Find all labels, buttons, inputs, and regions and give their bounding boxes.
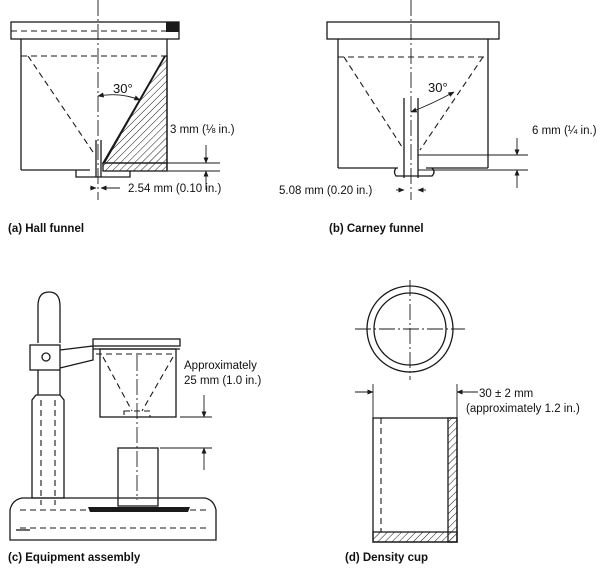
hall-base xyxy=(75,170,131,178)
hall-angle-label: 30° xyxy=(113,81,133,96)
stand-collar xyxy=(29,344,61,371)
carney-funnel-drawing xyxy=(326,0,528,200)
carney-angle-label: 30° xyxy=(428,80,448,95)
stand-arm xyxy=(59,345,94,369)
assembly-density-cup xyxy=(117,447,159,507)
carney-cone-left xyxy=(343,56,405,151)
cup-wall-hatch xyxy=(447,417,458,543)
equipment-assembly-drawing xyxy=(9,291,217,541)
collar-screw xyxy=(41,352,51,362)
hall-height-label: 3 mm (⅛ in.) xyxy=(170,124,235,136)
carney-top-flange xyxy=(326,21,500,40)
hall-flange-hatch xyxy=(166,22,179,32)
hall-caption: (a) Hall funnel xyxy=(8,223,84,235)
cup-dim-line1: 30 ± 2 mm xyxy=(479,388,533,400)
stand-knob xyxy=(37,291,61,343)
cup-side-view xyxy=(372,417,458,543)
cup-caption: (d) Density cup xyxy=(345,552,428,564)
carney-diameter-label: 5.08 mm (0.20 in.) xyxy=(279,185,372,197)
cup-bottom-hatch xyxy=(372,531,458,543)
hall-bottom-hatch xyxy=(102,162,168,172)
assembly-funnel-body xyxy=(99,348,177,418)
hall-cone-left xyxy=(27,55,96,156)
assembly-caption: (c) Equipment assembly xyxy=(8,552,141,564)
assembly-dim-line1: Approximately xyxy=(184,360,257,372)
carney-angle-arc xyxy=(410,91,455,113)
assembly-funnel-flange xyxy=(92,338,181,347)
base-pad xyxy=(88,507,190,512)
carney-base xyxy=(393,167,435,177)
stand-column xyxy=(31,394,65,499)
carney-cone-right xyxy=(419,56,484,151)
stand-base xyxy=(9,497,217,541)
carney-caption: (b) Carney funnel xyxy=(329,223,424,235)
hall-funnel-drawing xyxy=(10,0,220,200)
assembly-dim-line2: 25 mm (1.0 in.) xyxy=(184,375,261,387)
density-cup-drawing xyxy=(355,280,478,543)
hall-diameter-label: 2.54 mm (0.10 in.) xyxy=(128,183,221,195)
carney-height-label: 6 mm (¼ in.) xyxy=(532,125,597,137)
cup-dim-line2: (approximately 1.2 in.) xyxy=(466,403,580,415)
hall-angle-arc xyxy=(97,92,141,101)
